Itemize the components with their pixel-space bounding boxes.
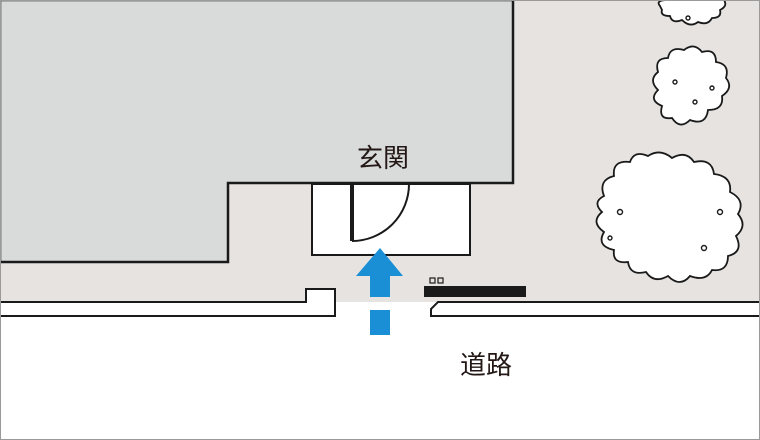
- small-box-1: [429, 277, 436, 284]
- tree-details: [607, 15, 724, 252]
- arrow-up-icon: [356, 248, 403, 335]
- door-swing-icon: [350, 183, 410, 242]
- curb-right: [430, 301, 760, 317]
- entrance-porch: [311, 183, 471, 256]
- gate-bar: [424, 286, 526, 297]
- road-label: 道路: [460, 351, 512, 381]
- small-box-2: [437, 277, 444, 284]
- curb-left: [0, 288, 336, 317]
- entrance-label: 玄関: [357, 144, 409, 174]
- building: [0, 0, 515, 264]
